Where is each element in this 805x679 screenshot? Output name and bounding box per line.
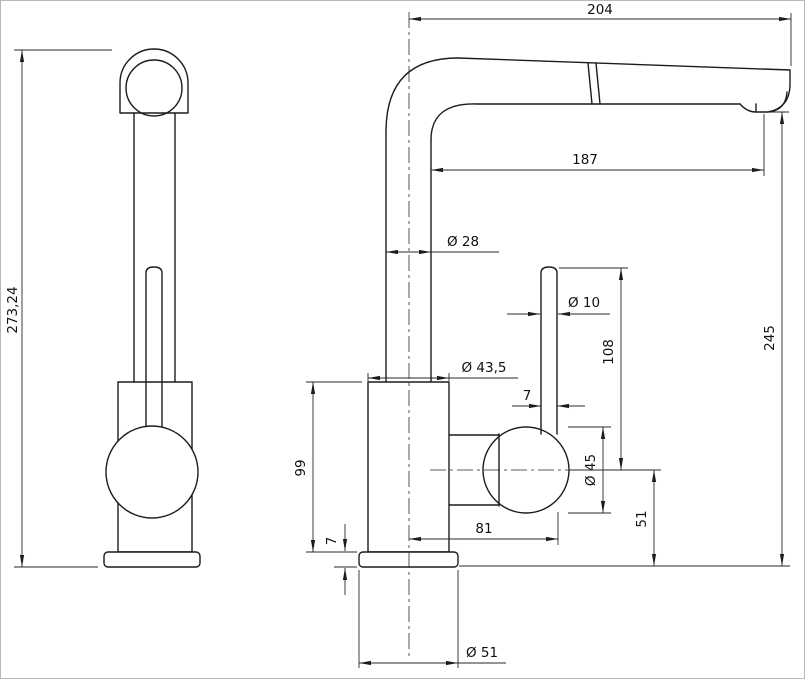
dim-outlet-height: 245 [762,111,789,566]
dim-spout-reach-label: 187 [572,152,598,168]
spray-head-joint-1 [587,62,593,105]
shared-extension-lines [459,469,790,567]
dim-handle-axis-height: 51 [634,470,657,566]
dim-overall-height: 273,24 [5,49,112,568]
dim-spout-top-reach: 204 [409,2,792,66]
dim-rod-offset-label: 7 [523,388,532,404]
dim-tube-diameter-label: Ø 28 [447,234,479,250]
outlet-curve [769,91,788,113]
base-flange-side [358,551,459,568]
dim-rod-diameter: Ø 10 [507,295,610,317]
dim-outlet-height-label: 245 [762,325,778,351]
front-view [103,48,201,568]
dim-base-diameter-label: Ø 51 [466,645,498,661]
handle-lever-front [145,266,163,431]
handle-lever-side [540,266,558,435]
dim-handle-reach-label: 81 [475,521,492,537]
dim-tube-diameter: Ø 28 [386,234,499,255]
dim-body-diameter: Ø 43,5 [367,360,518,381]
dim-spout-top-reach-label: 204 [587,2,613,18]
spout-end-circle [125,59,183,117]
spout-top-edge [457,57,791,71]
dim-overall-height-label: 273,24 [5,286,21,333]
dim-body-diameter-label: Ø 43,5 [462,360,507,376]
dim-handle-height: 108 [559,267,628,470]
base-flange-front [103,551,201,568]
dim-handle-reach: 81 [409,512,559,545]
body-side [367,381,450,553]
dim-handle-axis-height-label: 51 [634,510,650,527]
spray-head-joint-2 [595,62,601,105]
dim-rod-diameter-label: Ø 10 [568,295,600,311]
dim-body-height: 99 [293,381,362,553]
spout-head-front [119,48,189,114]
dim-handle-diameter: Ø 45 [568,426,611,514]
side-view [358,57,791,568]
dim-base-diameter: Ø 51 [358,570,506,668]
handle-ball-front [105,425,199,519]
dim-base-height: 7 [324,524,357,595]
spout-tip-outline [739,69,791,113]
dim-handle-diameter-label: Ø 45 [583,454,599,486]
centerlines [408,12,578,660]
bend-outer [385,57,459,133]
dim-base-height-label: 7 [324,537,340,546]
dim-handle-height-label: 108 [601,339,617,365]
dim-rod-offset: 7 [512,388,585,409]
bend-inner [430,103,479,141]
dim-body-height-label: 99 [293,459,309,476]
dim-spout-reach: 187 [431,114,765,176]
